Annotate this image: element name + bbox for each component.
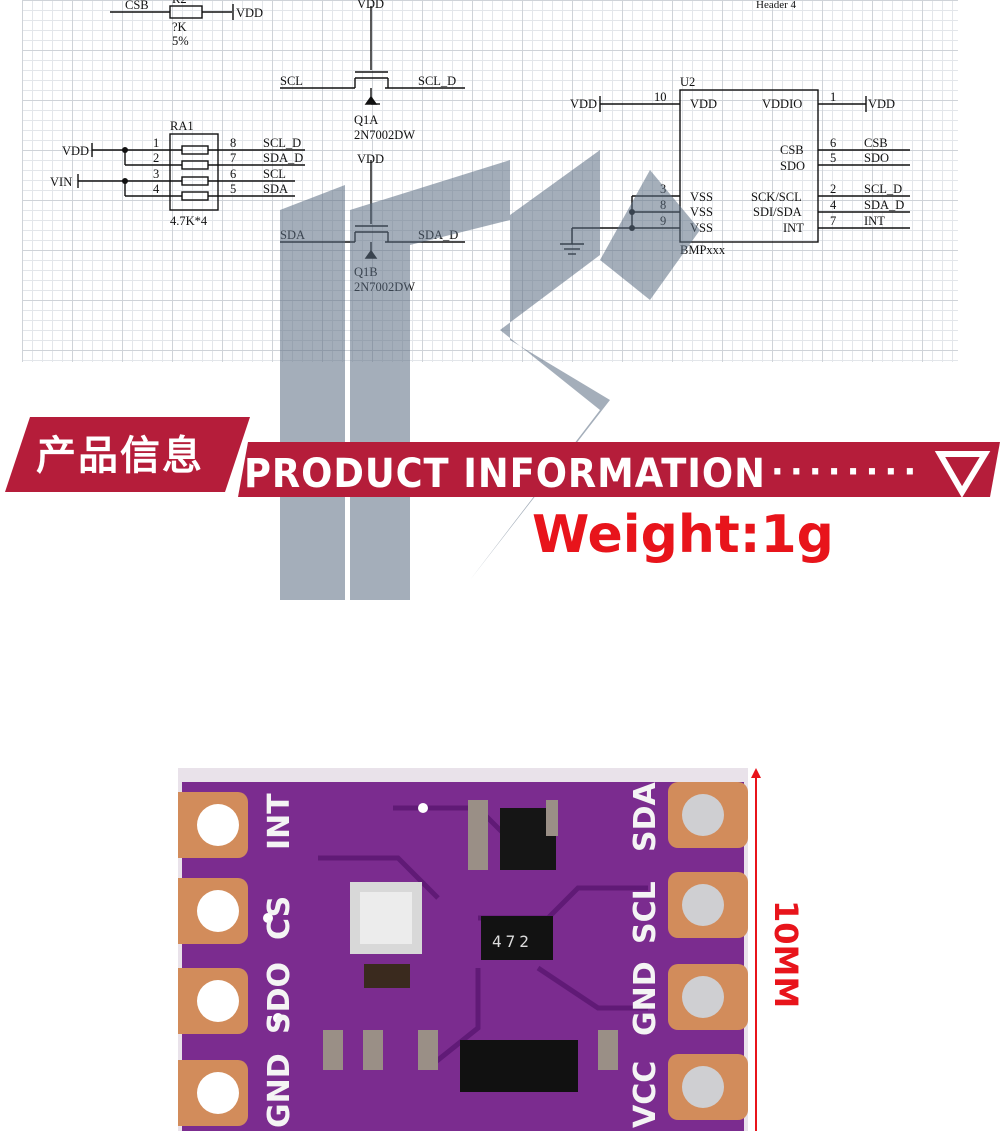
net-vdd-u2: VDD bbox=[570, 97, 597, 111]
ref-q1a: Q1A bbox=[354, 113, 378, 127]
banner-title-english: PRODUCT INFORMATION bbox=[244, 451, 766, 497]
pin-label-right: GND bbox=[628, 961, 663, 1036]
net-sda-q1b: SDA bbox=[280, 228, 305, 242]
ra1-pin: 2 bbox=[153, 151, 159, 165]
u2-right-pin: 7 bbox=[830, 214, 836, 228]
pin-label-left: SDO bbox=[262, 961, 297, 1034]
ra1-net: SDA_D bbox=[263, 151, 303, 165]
ref-u2: U2 bbox=[680, 75, 695, 89]
dimension-label: 10MM bbox=[767, 900, 805, 1009]
pcb bbox=[178, 768, 748, 1131]
ref-ra1: RA1 bbox=[170, 119, 194, 133]
dimension-arrow bbox=[751, 768, 761, 1131]
u2-pin-vddio: 1 bbox=[830, 90, 836, 104]
u2-vdd-label: VDD bbox=[690, 97, 717, 111]
ra1-net: SCL_D bbox=[263, 136, 301, 150]
u2-right-net: SDA_D bbox=[864, 198, 904, 212]
banner-dots: ········· bbox=[752, 452, 923, 492]
u2-right-pin: 4 bbox=[830, 198, 837, 212]
net-vdd-ra1: VDD bbox=[62, 144, 89, 158]
pin-label-left: INT bbox=[262, 793, 297, 850]
net-vdd-q1a: VDD bbox=[357, 0, 384, 11]
ra1-pin: 8 bbox=[230, 136, 236, 150]
schematic-text: CSB R2 VDD ?K 5% VDD Header 4 SCL SCL_D … bbox=[50, 0, 904, 294]
u2-right-name: SDO bbox=[780, 159, 805, 173]
net-vin-ra1: VIN bbox=[50, 175, 72, 189]
ra1-pin: 5 bbox=[230, 182, 236, 196]
product-information-banner bbox=[5, 417, 1000, 498]
ra1-value: 4.7K*4 bbox=[170, 214, 208, 228]
net-sda-d-q1b: SDA_D bbox=[418, 228, 458, 242]
net-scl-q1a: SCL bbox=[280, 74, 303, 88]
pin-label-right: SCL bbox=[628, 881, 663, 944]
u2-right-net: SDO bbox=[864, 151, 889, 165]
net-vdd-q1b: VDD bbox=[357, 152, 384, 166]
banner-title-chinese: 产品信息 bbox=[36, 433, 204, 479]
net-scl-d-q1a: SCL_D bbox=[418, 74, 456, 88]
u2-pin-vss: 3 bbox=[660, 182, 666, 196]
net-csb-top: CSB bbox=[125, 0, 149, 12]
pin-label-right: SDA bbox=[628, 782, 663, 852]
u2-pin-vss: 8 bbox=[660, 198, 666, 212]
ra1-net: SDA bbox=[263, 182, 288, 196]
u2-vddio-label: VDDIO bbox=[762, 97, 802, 111]
part-u2: BMPxxx bbox=[680, 243, 726, 257]
pin-label-left: CS bbox=[262, 895, 297, 940]
ra1-pin: 1 bbox=[153, 136, 159, 150]
pin-label-left: GND bbox=[262, 1053, 297, 1128]
sensor-board-photo: INT CS SDO GND SDA SCL GND VCC 472 bbox=[178, 768, 748, 1131]
u2-pin-vdd: 10 bbox=[654, 90, 667, 104]
u2-right-net: INT bbox=[864, 214, 885, 228]
u2-vss-label: VSS bbox=[690, 205, 713, 219]
ref-r2: R2 bbox=[172, 0, 187, 6]
ra1-pin: 3 bbox=[153, 167, 159, 181]
part-q1a: 2N7002DW bbox=[354, 128, 415, 142]
ra1-pin: 7 bbox=[230, 151, 236, 165]
chip-marking: 472 bbox=[492, 932, 533, 951]
ra1-net: SCL bbox=[263, 167, 286, 181]
net-vdd-r2: VDD bbox=[236, 6, 263, 20]
u2-right-name: SCK/SCL bbox=[751, 190, 802, 204]
net-vdd-vddio: VDD bbox=[868, 97, 895, 111]
u2-right-name: CSB bbox=[780, 143, 804, 157]
ra1-pin: 6 bbox=[230, 167, 236, 181]
weight-label: Weight:1g bbox=[532, 505, 834, 565]
u2-right-pin: 6 bbox=[830, 136, 836, 150]
schematic-diagram: CSB R2 VDD ?K 5% VDD Header 4 SCL SCL_D … bbox=[0, 0, 1000, 372]
r2-value: ?K bbox=[172, 20, 187, 34]
r2-tolerance: 5% bbox=[172, 34, 189, 48]
u2-right-pin: 5 bbox=[830, 151, 836, 165]
u2-right-name: SDI/SDA bbox=[753, 205, 802, 219]
part-q1b: 2N7002DW bbox=[354, 280, 415, 294]
u2-vss-label: VSS bbox=[690, 221, 713, 235]
u2-right-net: CSB bbox=[864, 136, 888, 150]
u2-right-net: SCL_D bbox=[864, 182, 902, 196]
pin-label-right: VCC bbox=[628, 1060, 663, 1128]
ref-q1b: Q1B bbox=[354, 265, 378, 279]
header-4-label: Header 4 bbox=[756, 0, 797, 11]
u2-vss-label: VSS bbox=[690, 190, 713, 204]
ra1-pin: 4 bbox=[153, 182, 160, 196]
u2-right-name: INT bbox=[783, 221, 804, 235]
u2-right-pin: 2 bbox=[830, 182, 836, 196]
u2-pin-vss: 9 bbox=[660, 214, 666, 228]
